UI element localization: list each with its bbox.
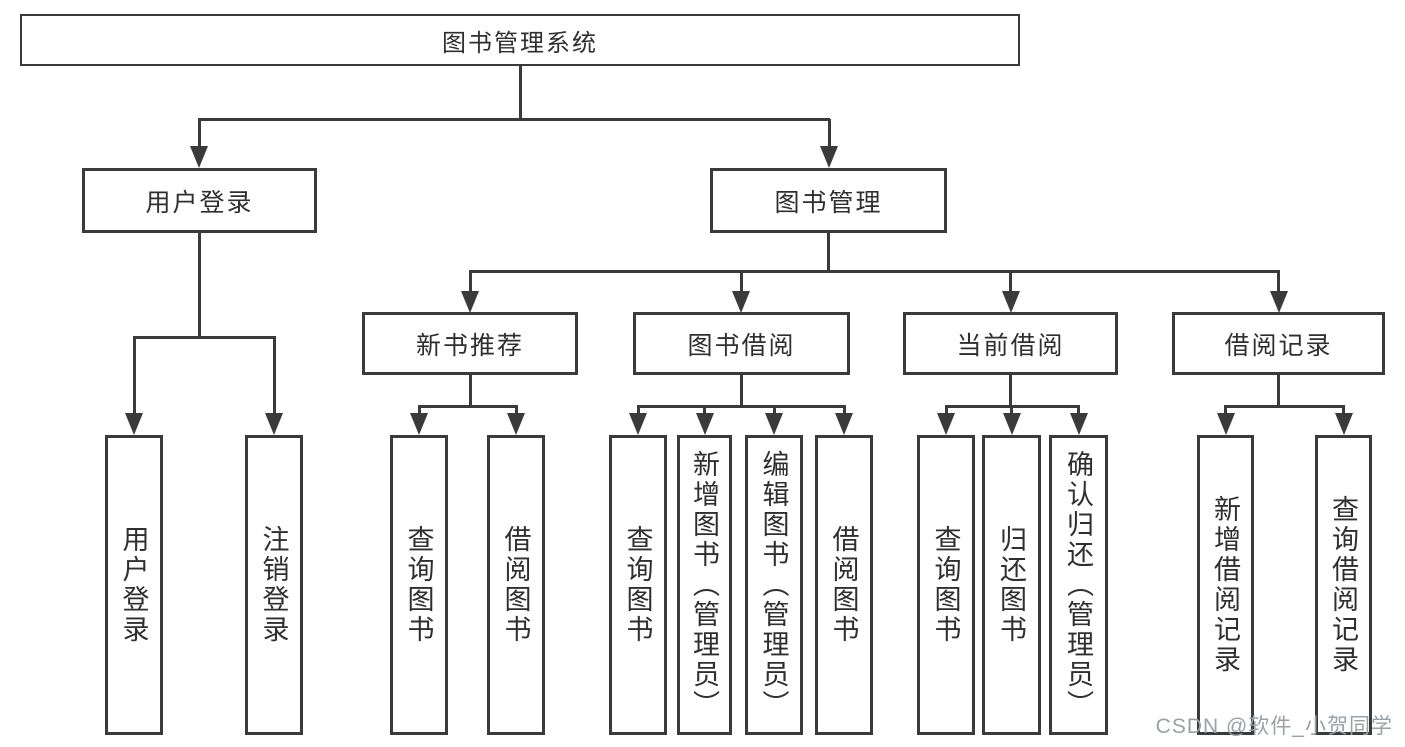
leaf-query-borrow-record: 查询借阅记录 [1315, 435, 1372, 735]
connector-line [468, 375, 472, 408]
arrow-down-icon [265, 413, 283, 435]
connector-line [740, 375, 743, 408]
connector-line [827, 119, 831, 149]
connector-line [417, 404, 518, 408]
connector-line [1009, 375, 1012, 408]
node-borrow-records: 借阅记录 [1172, 312, 1385, 375]
leaf-query-books-recommend: 查询图书 [390, 435, 448, 735]
arrow-down-icon [1002, 413, 1021, 435]
connector-line [1224, 406, 1227, 417]
node-new-book-recommend: 新书推荐 [362, 312, 578, 375]
arrow-down-icon [695, 413, 714, 435]
node-book-borrow: 图书借阅 [633, 312, 850, 375]
leaf-edit-books-admin: 编辑图书（管理员） [745, 435, 803, 735]
arrow-down-icon [835, 413, 853, 435]
connector-line [132, 337, 136, 417]
connector-line [1009, 271, 1012, 295]
arrow-down-icon [410, 413, 428, 435]
leaf-query-books-borrow: 查询图书 [609, 435, 667, 735]
arrow-down-icon [1216, 413, 1235, 435]
leaf-add-borrow-record: 新增借阅记录 [1197, 435, 1254, 735]
arrow-down-icon [1001, 291, 1020, 313]
connector-line [514, 406, 518, 417]
node-root-library-system: 图书管理系统 [20, 14, 1020, 66]
arrow-down-icon [765, 413, 783, 435]
connector-line [772, 406, 776, 417]
connector-line [197, 233, 201, 339]
connector-line [197, 117, 830, 121]
leaf-query-books-current: 查询图书 [917, 435, 975, 735]
csdn-watermark: CSDN @软件_小贺同学 [1155, 715, 1393, 738]
connector-line [417, 406, 421, 417]
leaf-logout: 注销登录 [245, 435, 303, 735]
arrow-down-icon [937, 413, 955, 435]
connector-line [1277, 271, 1280, 295]
connector-line [518, 66, 522, 121]
connector-line [636, 406, 640, 417]
connector-line [1342, 406, 1345, 417]
arrow-down-icon [629, 413, 647, 435]
connector-line [197, 119, 201, 149]
arrow-down-icon [1334, 413, 1353, 435]
connector-line [1010, 406, 1013, 417]
arrow-down-icon [1269, 291, 1288, 313]
connector-line [1224, 404, 1345, 408]
leaf-borrow-books-recommend: 借阅图书 [487, 435, 545, 735]
connector-line [1077, 406, 1080, 417]
connector-line [468, 269, 1280, 273]
node-current-borrow: 当前借阅 [903, 312, 1118, 375]
connector-line [636, 404, 846, 408]
node-book-management: 图书管理 [710, 168, 947, 233]
leaf-return-books: 归还图书 [982, 435, 1041, 735]
connector-line [468, 271, 472, 295]
arrow-down-icon [125, 413, 143, 435]
connector-line [944, 406, 948, 417]
connector-line [827, 233, 830, 273]
connector-line [739, 271, 743, 295]
leaf-add-books-admin: 新增图书（管理员） [677, 435, 732, 735]
leaf-confirm-return-admin: 确认归还（管理员） [1049, 435, 1108, 735]
connector-line [1277, 375, 1280, 408]
arrow-down-icon [190, 146, 208, 168]
arrow-down-icon [1069, 413, 1088, 435]
arrow-down-icon [820, 146, 838, 168]
leaf-user-login: 用户登录 [105, 435, 163, 735]
arrow-down-icon [461, 291, 479, 313]
connector-line [272, 337, 276, 417]
arrow-down-icon [507, 413, 525, 435]
connector-line [132, 335, 276, 339]
connector-line [842, 406, 846, 417]
connector-line [703, 406, 706, 417]
leaf-borrow-books: 借阅图书 [815, 435, 873, 735]
node-user-login: 用户登录 [82, 168, 317, 233]
arrow-down-icon [732, 291, 750, 313]
